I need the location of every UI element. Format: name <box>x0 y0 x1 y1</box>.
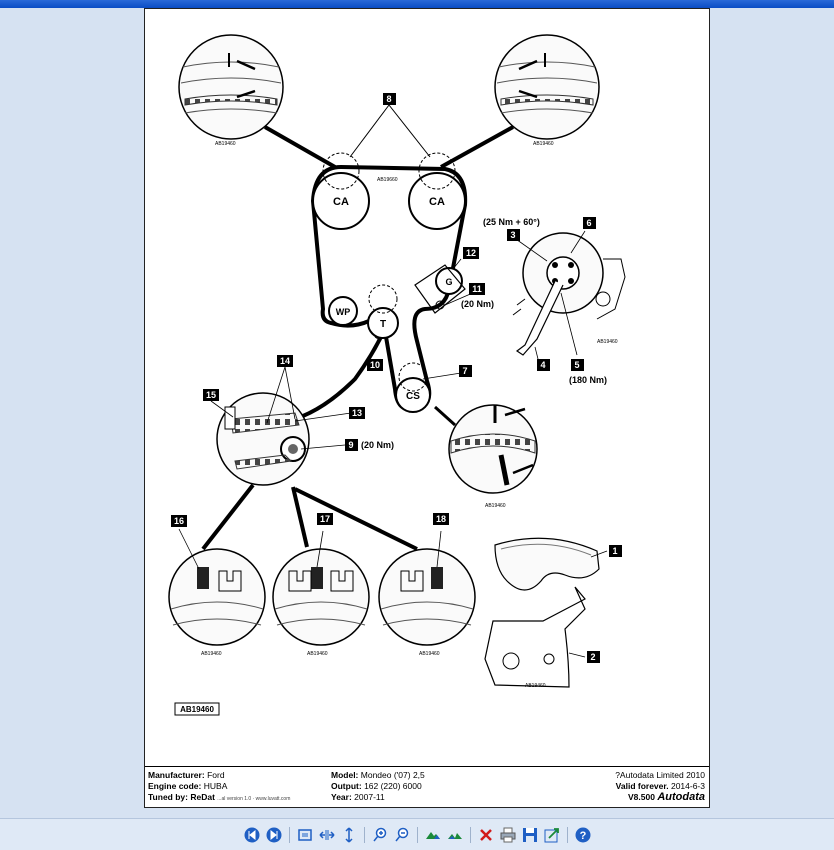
model-label: Model: <box>331 770 359 780</box>
detail-marker-18: AB19460 <box>378 548 476 657</box>
torque-label-6: (25 Nm + 60°) <box>483 217 540 227</box>
toolbar-separator <box>288 826 290 843</box>
document-viewer[interactable]: AB19460 AB19460 <box>0 8 834 818</box>
autodata-logo: Autodata <box>657 791 705 803</box>
torque-label-5: (180 Nm) <box>569 375 607 385</box>
torque-label-9: (20 Nm) <box>361 440 394 450</box>
torque-label-11: (20 Nm) <box>461 299 494 309</box>
overlap-text: Tuned by: ReDat <box>148 792 215 802</box>
output-label: Output: <box>331 781 362 791</box>
callout-3: 3 <box>510 230 515 240</box>
viewer-toolbar: ? <box>0 818 834 850</box>
callout-14: 14 <box>280 356 290 366</box>
toolbar-separator <box>566 826 568 843</box>
callout-16: 16 <box>174 516 184 526</box>
version-text: V8.500 <box>628 792 655 802</box>
zoom-out-icon[interactable] <box>393 826 411 844</box>
pulley-camshaft-left-label: CA <box>333 196 349 208</box>
callout-11: 11 <box>472 284 482 294</box>
callout-2: 2 <box>590 652 595 662</box>
year-value: 2007-11 <box>354 792 385 802</box>
pulley-tensioner-label: T <box>380 319 386 330</box>
next-page-icon[interactable] <box>265 826 283 844</box>
timing-belt-diagram: AB19460 AB19460 <box>168 34 626 716</box>
fit-height-icon[interactable] <box>340 826 358 844</box>
detail-crankshaft-locking-tool: AB19460 <box>512 232 626 356</box>
detail-marker-16: AB19460 <box>168 548 266 657</box>
manufacturer-label: Manufacturer: <box>148 770 205 780</box>
valid-date: 2014-6-3 <box>670 781 705 791</box>
callout-12: 12 <box>466 248 476 258</box>
callout-7: 7 <box>462 366 467 376</box>
document-page: AB19460 AB19460 <box>144 8 710 808</box>
output-value: 162 (220) 6000 <box>364 781 422 791</box>
ref-code-label: AB19460 <box>215 141 236 147</box>
model-value: Mondeo ('07) 2,5 <box>360 770 425 780</box>
belt-ref-code: AB19660 <box>377 177 398 183</box>
manufacturer-value: Ford <box>207 770 225 780</box>
copyright-text: ?Autodata Limited 2010 <box>615 770 705 780</box>
engine-code-label: Engine code: <box>148 781 202 791</box>
pulley-water-pump-label: WP <box>336 307 351 317</box>
export-icon[interactable] <box>543 826 561 844</box>
pulley-camshaft-right-label: CA <box>429 196 445 208</box>
pulley-crankshaft-label: CS <box>406 391 420 402</box>
callout-9: 9 <box>348 440 353 450</box>
year-label: Year: <box>331 792 352 802</box>
zoom-in-icon[interactable] <box>371 826 389 844</box>
callout-5: 5 <box>574 360 579 370</box>
callout-15: 15 <box>206 390 216 400</box>
toolbar-separator <box>363 826 365 843</box>
toolbar-separator <box>469 826 471 843</box>
callout-18: 18 <box>436 514 446 524</box>
fit-width-icon[interactable] <box>318 826 336 844</box>
callout-8: 8 <box>386 94 391 104</box>
overlap-small-text: ...al version 1.0 · www.luvatt.com <box>217 796 291 802</box>
fit-page-icon[interactable] <box>296 826 314 844</box>
detail-crankshaft-pulley: AB19460 <box>433 404 538 509</box>
diagram-ref-code: AB19460 <box>180 705 214 714</box>
valid-label: Valid forever. <box>615 781 669 791</box>
detail-camshaft-right: AB19460 <box>494 34 600 147</box>
close-icon[interactable] <box>477 826 495 844</box>
ref-code-label: AB19460 <box>533 141 554 147</box>
ref-code-label: AB19460 <box>419 651 440 657</box>
callout-17: 17 <box>320 514 330 524</box>
detail-marker-17: AB19460 <box>272 548 370 657</box>
ref-code-label: AB19460 <box>485 503 506 509</box>
prev-page-icon[interactable] <box>243 826 261 844</box>
callout-10: 10 <box>370 360 380 370</box>
callout-1: 1 <box>612 546 617 556</box>
callout-6: 6 <box>586 218 591 228</box>
ref-code-label: AB19460 <box>525 683 546 689</box>
detail-crankshaft-sprocket <box>216 392 310 486</box>
toolbar-separator <box>416 826 418 843</box>
engine-code-value: HUBA <box>203 781 228 791</box>
detail-engine-cover: AB19460 <box>484 537 600 689</box>
ref-code-label: AB19460 <box>307 651 328 657</box>
print-icon[interactable] <box>499 826 517 844</box>
ref-code-label: AB19460 <box>201 651 222 657</box>
save-icon[interactable] <box>521 826 539 844</box>
svg-text:?: ? <box>579 830 586 842</box>
rotate-right-icon[interactable] <box>446 826 464 844</box>
callout-4: 4 <box>540 360 545 370</box>
detail-camshaft-left: AB19460 <box>178 34 284 147</box>
help-icon[interactable]: ? <box>574 826 592 844</box>
ref-code-label: AB19460 <box>597 339 618 345</box>
callout-13: 13 <box>352 408 362 418</box>
rotate-left-icon[interactable] <box>424 826 442 844</box>
pulley-idler-label: G <box>445 277 452 287</box>
window-title-bar <box>0 0 834 8</box>
document-footer: Manufacturer: Ford Engine code: HUBA Tun… <box>145 766 709 807</box>
